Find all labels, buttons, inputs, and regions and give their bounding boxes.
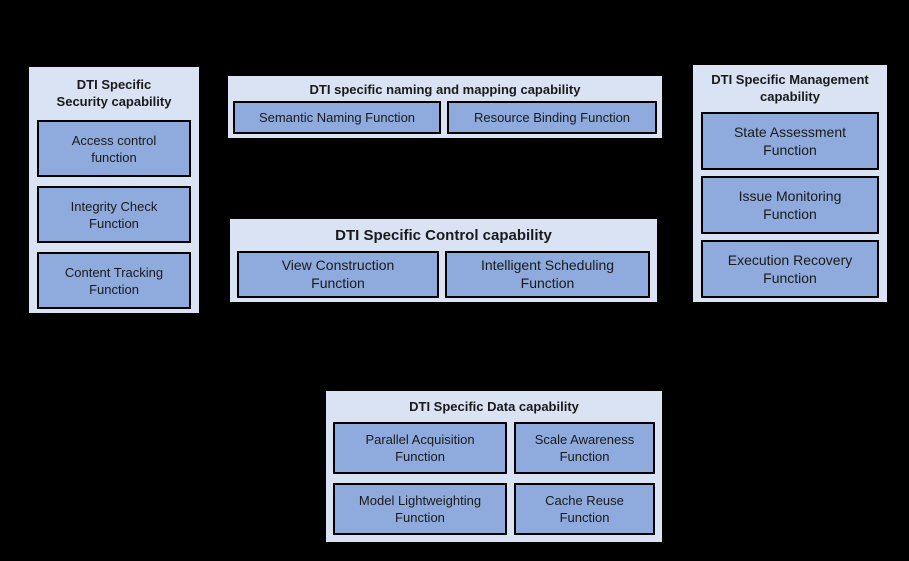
function-box-semantic-naming: Semantic Naming Function bbox=[233, 101, 441, 135]
function-box-scale-awareness: Scale Awareness Function bbox=[514, 422, 655, 475]
data-capability-title: DTI Specific Data capability bbox=[409, 399, 579, 414]
function-box-integrity-check: Integrity Check Function bbox=[37, 186, 191, 244]
security-function-list: Access control function Integrity Check … bbox=[29, 110, 199, 310]
naming-mapping-capability-title: DTI specific naming and mapping capabili… bbox=[309, 82, 581, 97]
security-capability-title: DTI Specific Security capability bbox=[56, 77, 172, 110]
naming-mapping-capability-group: DTI specific naming and mapping capabili… bbox=[227, 75, 663, 139]
security-capability-group: DTI Specific Security capability Access … bbox=[28, 66, 200, 314]
function-box-execution-recovery: Execution Recovery Function bbox=[701, 240, 879, 299]
management-function-list: State Assessment Function Issue Monitori… bbox=[693, 105, 887, 299]
control-function-list: View Construction Function Intelligent S… bbox=[230, 246, 657, 298]
function-box-model-lightweighting: Model Lightweighting Function bbox=[333, 483, 507, 536]
management-capability-title: DTI Specific Management capability bbox=[711, 72, 869, 105]
data-capability-group: DTI Specific Data capability Parallel Ac… bbox=[325, 390, 663, 543]
function-box-intelligent-scheduling: Intelligent Scheduling Function bbox=[445, 250, 650, 298]
control-capability-title: DTI Specific Control capability bbox=[335, 227, 552, 244]
function-box-state-assessment: State Assessment Function bbox=[701, 112, 879, 171]
function-box-content-tracking: Content Tracking Function bbox=[37, 252, 191, 310]
function-box-resource-binding: Resource Binding Function bbox=[447, 101, 657, 135]
naming-function-list: Semantic Naming Function Resource Bindin… bbox=[228, 98, 662, 135]
function-box-access-control: Access control function bbox=[37, 120, 191, 178]
function-box-parallel-acquisition: Parallel Acquisition Function bbox=[333, 422, 507, 475]
function-box-view-construction: View Construction Function bbox=[237, 250, 439, 298]
data-function-list: Parallel Acquisition Function Scale Awar… bbox=[326, 415, 662, 536]
function-box-issue-monitoring: Issue Monitoring Function bbox=[701, 176, 879, 235]
function-box-cache-reuse: Cache Reuse Function bbox=[514, 483, 655, 536]
control-capability-group: DTI Specific Control capability View Con… bbox=[229, 218, 658, 303]
management-capability-group: DTI Specific Management capability State… bbox=[692, 64, 888, 303]
